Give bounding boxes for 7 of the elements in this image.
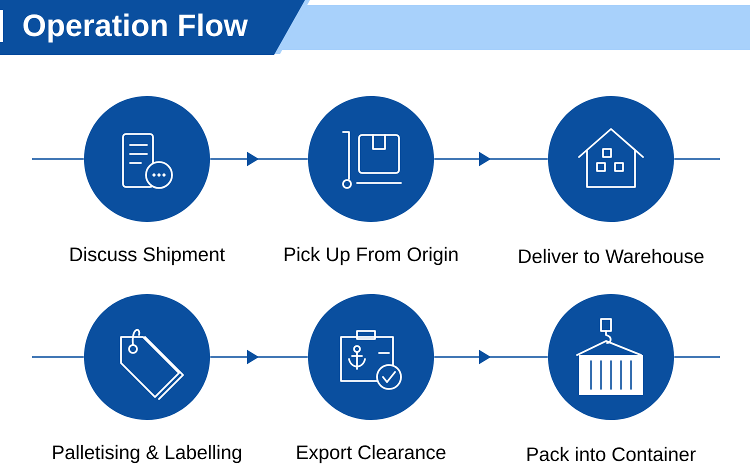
step-label: Discuss Shipment: [70, 246, 225, 266]
step-label: Pack into Container: [528, 446, 696, 462]
step-label: Export Clearance: [297, 444, 446, 464]
step-label: Pick Up From Origin: [284, 246, 458, 266]
title-banner: Operation Flow: [0, 0, 305, 55]
step-label: Deliver to Warehouse: [519, 248, 704, 264]
step-label: Palletising & Labelling: [53, 444, 242, 464]
